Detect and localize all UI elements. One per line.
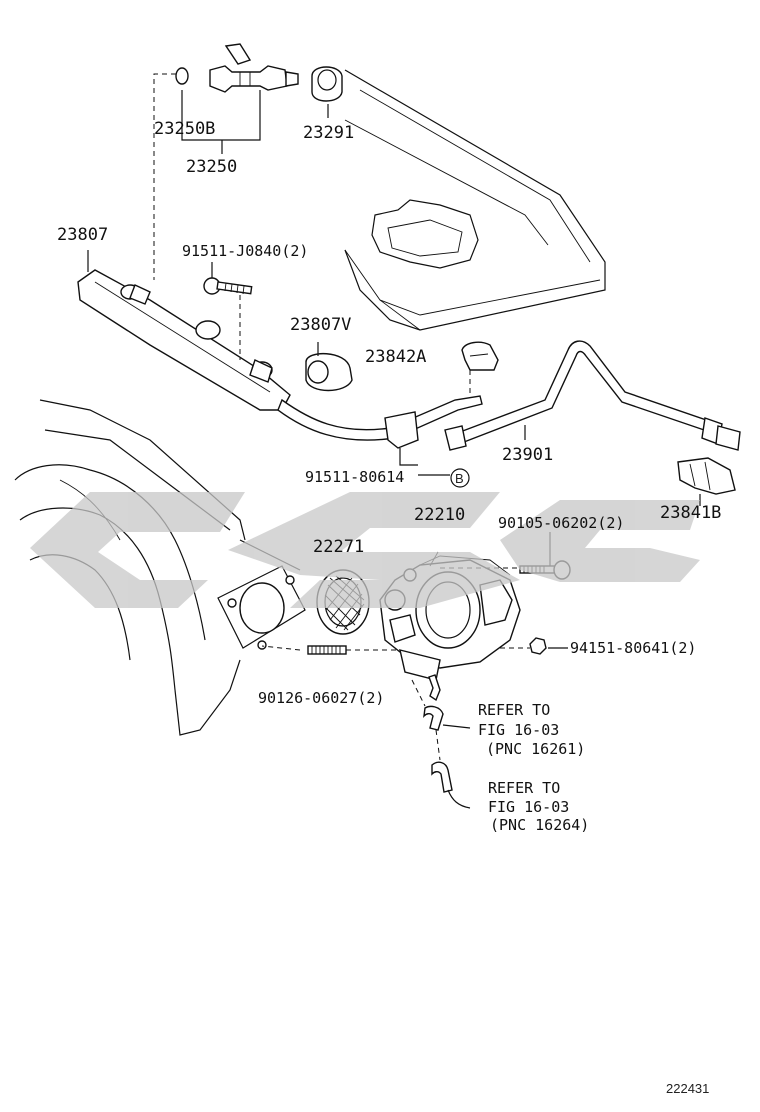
callout-b: B <box>450 468 470 488</box>
refer-note-2: REFER TO FIG 16-03 (PNC 16264) <box>488 779 589 834</box>
refer-2-line-1: REFER TO <box>488 779 560 797</box>
nut-94151 <box>500 637 568 655</box>
label-23807: 23807 <box>57 225 108 245</box>
clip-23841B <box>677 457 736 506</box>
watermark-logo <box>30 492 700 608</box>
label-23842A: 23842A <box>365 347 426 367</box>
bolt-91511-J0840 <box>203 262 253 360</box>
injector-23250 <box>153 43 299 280</box>
callout-b-letter: B <box>455 471 464 486</box>
label-22271: 22271 <box>313 537 364 557</box>
refer-1-line-3: (PNC 16261) <box>486 740 585 758</box>
refer-1-line-2: FIG 16-03 <box>478 721 559 739</box>
refer-2-line-3: (PNC 16264) <box>490 816 589 834</box>
fuel-pipe <box>277 395 483 476</box>
fuel-hose-23901 <box>444 340 741 451</box>
label-91511-80614: 91511-80614 <box>305 468 404 486</box>
stud-90126 <box>261 645 400 655</box>
label-22210: 22210 <box>414 505 465 525</box>
refer-note-1: REFER TO FIG 16-03 (PNC 16261) <box>478 701 585 758</box>
delivery-pipe-23807 <box>77 250 291 411</box>
refer-1-line-1: REFER TO <box>478 701 550 719</box>
label-23841B: 23841B <box>660 503 721 523</box>
label-91511-J0840: 91511-J0840(2) <box>182 242 308 260</box>
label-94151-80641: 94151-80641(2) <box>570 639 696 657</box>
vacuum-hoses <box>411 674 471 809</box>
figure-code: 222431 <box>666 1081 709 1096</box>
label-23901: 23901 <box>502 445 553 465</box>
label-23250: 23250 <box>186 157 237 177</box>
clamp-23842A <box>461 341 499 395</box>
grommet-23291 <box>311 66 343 118</box>
label-90105-06202: 90105-06202(2) <box>498 514 624 532</box>
engine-cover-outline <box>344 69 606 331</box>
label-23250B: 23250B <box>154 119 215 139</box>
label-23291: 23291 <box>303 123 354 143</box>
refer-2-line-2: FIG 16-03 <box>488 798 569 816</box>
label-23807V: 23807V <box>290 315 351 335</box>
insulator-23807V <box>305 342 353 392</box>
label-90126-06027: 90126-06027(2) <box>258 689 384 707</box>
